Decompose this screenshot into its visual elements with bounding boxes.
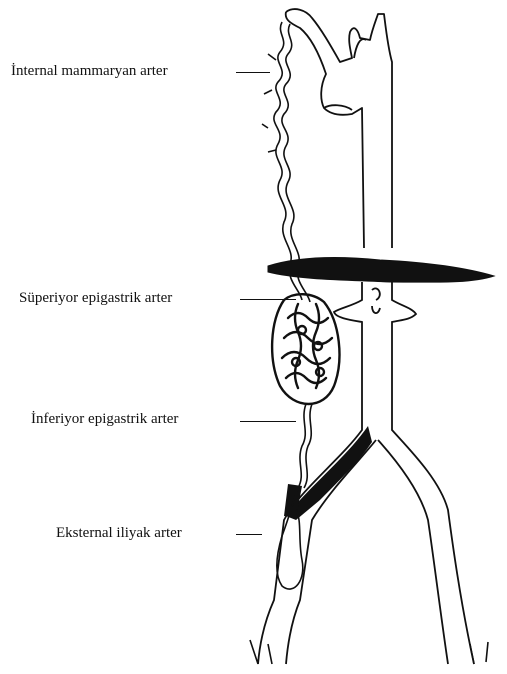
label-superior-epigastric: Süperiyor epigastrik arter bbox=[19, 289, 172, 307]
collateral-network bbox=[272, 294, 339, 404]
leader-internal-mammary bbox=[236, 72, 270, 73]
abdominal-aorta bbox=[258, 282, 474, 664]
leader-external-iliac bbox=[236, 534, 262, 535]
diaphragm-band bbox=[268, 258, 494, 283]
leader-superior-epigastric bbox=[240, 299, 296, 300]
pelvic-shading bbox=[286, 426, 372, 520]
label-internal-mammary: İnternal mammaryan arter bbox=[11, 62, 168, 80]
leader-inferior-epigastric bbox=[240, 421, 296, 422]
aortic-arch bbox=[286, 9, 392, 248]
label-inferior-epigastric: İnferiyor epigastrik arter bbox=[31, 410, 178, 428]
label-external-iliac: Eksternal iliyak arter bbox=[56, 524, 182, 542]
